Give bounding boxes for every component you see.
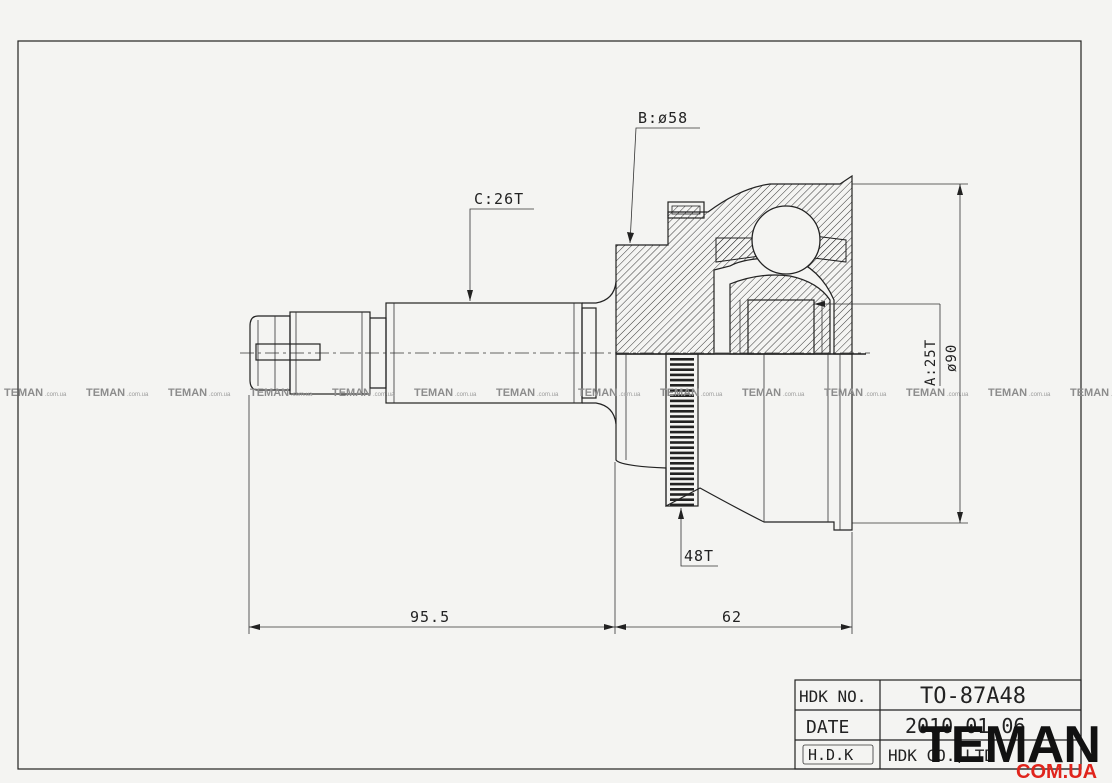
abs-tooth [670,358,694,361]
abs-tooth [670,456,694,460]
abs-tooth [670,493,694,496]
abs-tooth [670,446,694,449]
watermark-text: TEMAN [496,387,535,399]
watermark-text: TEMAN [742,387,781,399]
abs-tooth [670,498,694,501]
length-body-label: 62 [722,608,742,626]
watermark-suffix: .com.ua [619,392,641,398]
dimension-c: C:26T [467,190,534,301]
abs-tooth [670,482,694,486]
watermark-text: TEMAN [332,387,371,399]
dimension-diameter: ø90 [852,183,968,524]
dimension-a: A:25T [814,301,941,386]
teman-logo-sub: COM.UA [1016,761,1097,783]
watermark-text: TEMAN [660,387,699,399]
abs-tooth [670,378,694,382]
teman-logo-text: TEMAN [920,716,1100,774]
diameter-label: ø90 [944,344,960,372]
abs-tooth [670,451,694,455]
watermark-suffix: .com.ua [865,392,887,398]
watermark-text: TEMAN [414,387,453,399]
abs-tooth [670,425,694,429]
abs-tooth [670,420,694,423]
length-shaft-label: 95.5 [410,608,450,626]
abs-tooth [670,472,694,475]
watermark-suffix: .com.ua [373,392,395,398]
watermark-text: TEMAN [1070,387,1109,399]
dimension-c-label: C:26T [474,190,524,208]
abs-tooth [670,462,694,465]
watermark-suffix: .com.ua [947,392,969,398]
abs-tooth [670,441,694,444]
dimension-b-label: B:ø58 [638,109,688,127]
abs-tooth [670,384,694,387]
watermark-text: TEMAN [906,387,945,399]
abs-tooth [670,373,694,377]
watermark-suffix: .com.ua [209,392,231,398]
hdk-no-label: HDK NO. [799,687,866,706]
abs-tooth [670,389,694,392]
abs-tooth [670,394,694,397]
dimension-teeth: 48T [678,508,718,567]
abs-tooth [670,410,694,413]
drawing-border [17,40,1082,770]
watermark-suffix: .com.ua [537,392,559,398]
teeth-label: 48T [684,547,714,565]
date-value: 2010.01.06 [905,714,1025,738]
abs-tooth [670,430,694,434]
watermark-text: TEMAN [578,387,617,399]
watermark-text: TEMAN [86,387,125,399]
abs-tooth [670,399,694,403]
abs-tooth [670,436,694,439]
abs-tooth [670,368,694,371]
watermark-text: TEMAN [168,387,207,399]
abs-tooth [670,503,694,507]
abs-tooth [670,363,694,366]
watermark-suffix: .com.ua [1029,392,1051,398]
abs-ring-teeth [670,358,694,507]
hdk-no-value: TO-87A48 [920,684,1026,709]
watermark-suffix: .com.ua [783,392,805,398]
watermark-text: TEMAN [4,387,43,399]
title-block: HDK NO. TO-87A48 DATE 2010.01.06 H.D.K H… [794,679,1082,770]
dimension-a-label: A:25T [923,339,939,386]
abs-tooth [670,415,694,418]
teman-logo: TEMAN COM.UA [920,716,1101,783]
dimension-b: B:ø58 [627,109,700,244]
watermark-suffix: .com.ua [127,392,149,398]
watermark-suffix: .com.ua [455,392,477,398]
company-name: HDK CO.,LTD [888,746,994,765]
watermark-text: TEMAN [250,387,289,399]
watermark-suffix: .com.ua [45,392,67,398]
cv-joint-body [615,174,866,531]
dimension-lengths: 95.5 62 [248,395,853,634]
watermark-suffix: .com.ua [291,392,313,398]
abs-tooth [670,404,694,408]
abs-tooth [670,467,694,470]
company-logo: H.D.K [808,746,853,764]
abs-tooth [670,477,694,481]
abs-tooth [670,488,694,491]
watermark-text: TEMAN [824,387,863,399]
date-label: DATE [806,717,849,738]
watermark-text: TEMAN [988,387,1027,399]
watermark-suffix: .com.ua [701,392,723,398]
